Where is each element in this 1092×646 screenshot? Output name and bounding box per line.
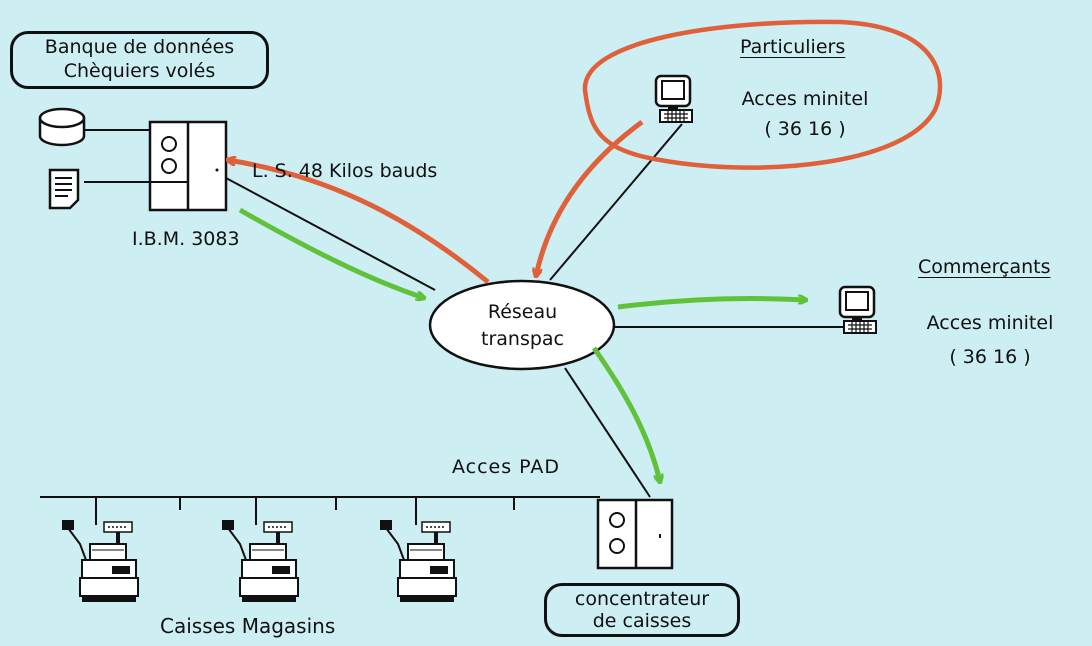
commercants-access: Acces minitel ( 36 16 ): [905, 306, 1075, 374]
green-flow-arrow-to-concentrator: [591, 346, 660, 482]
database-label-line-1: Banque de données: [44, 36, 235, 58]
particuliers-title: Particuliers: [740, 36, 846, 58]
particuliers-access-line-1: Acces minitel: [741, 88, 869, 110]
green-flow-arrow-to-network: [238, 207, 424, 298]
concentrator-label-line-1: concentrateur: [574, 588, 710, 610]
ibm-label: I.B.M. 3083: [132, 228, 240, 250]
commercants-access-line-1: Acces minitel: [926, 312, 1054, 334]
database-label-line-2: Chèquiers volés: [63, 59, 216, 82]
minitel-terminal-commercants-icon: [838, 285, 878, 335]
highlight-circle: [582, 19, 943, 170]
printer-icon: [48, 168, 80, 210]
network-label: Réseau transpac: [465, 299, 580, 353]
cash-register-icon-1: [61, 519, 139, 603]
concentrator-icon: [596, 498, 674, 570]
minitel-terminal-particuliers-icon: [654, 74, 694, 124]
mainframe-icon: [148, 120, 228, 212]
stores-label: Caisses Magasins: [160, 614, 336, 638]
cash-register-icon-2: [221, 519, 299, 603]
database-label-box: Banque de données Chèquiers volés: [10, 31, 269, 89]
green-flow-arrow-to-commercants: [617, 298, 806, 310]
cash-register-icon-3: [379, 519, 457, 603]
concentrator-label-box: concentrateur de caisses: [544, 583, 740, 637]
commercants-title: Commerçants: [918, 256, 1051, 278]
database-disk-icon: [38, 107, 86, 147]
network-label-line-1: Réseau: [487, 301, 558, 323]
link-speed-label: L. S. 48 Kilos bauds: [252, 160, 438, 182]
particuliers-access-line-2: ( 36 16 ): [764, 118, 846, 140]
connection-lines: [40, 123, 848, 525]
particuliers-access: Acces minitel ( 36 16 ): [720, 84, 890, 144]
red-flow-arrow-to-network: [536, 119, 644, 276]
red-flow-arrow-to-ibm: [228, 160, 490, 284]
network-label-line-2: transpac: [481, 328, 564, 350]
network-ellipse: [428, 279, 616, 371]
pad-access-label: Acces PAD: [452, 456, 561, 478]
concentrator-label-line-2: de caisses: [592, 610, 692, 632]
commercants-access-line-2: ( 36 16 ): [949, 346, 1031, 368]
